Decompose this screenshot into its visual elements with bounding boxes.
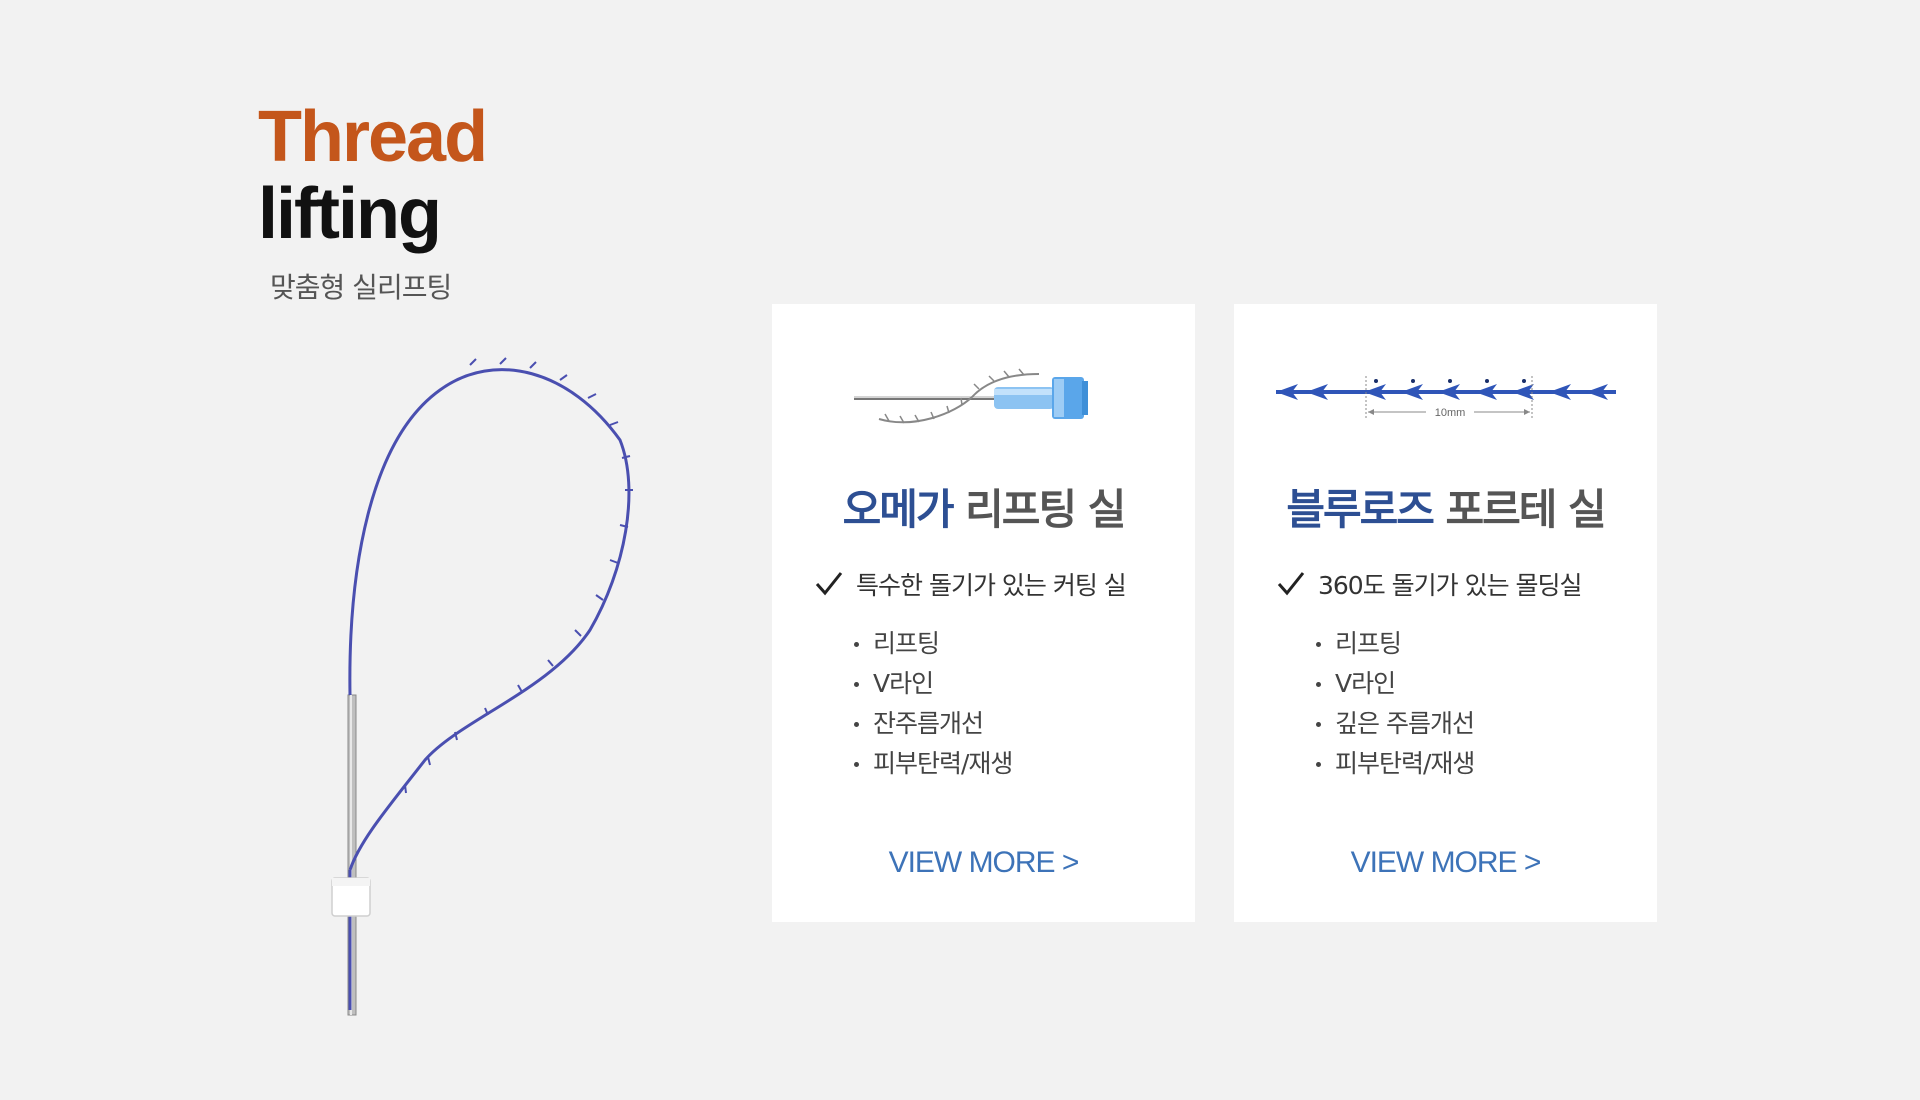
cog-needle-thread-icon — [854, 359, 1114, 439]
product-image-omega — [772, 344, 1195, 454]
product-card-omega: 오메가 리프팅 실 특수한 돌기가 있는 커팅 실 리프팅 V라인 잔주름개선 … — [772, 304, 1195, 922]
barbed-thread-icon: 10mm — [1276, 364, 1616, 434]
card-feature-text: 특수한 돌기가 있는 커팅 실 — [856, 566, 1126, 602]
card-title-rest: 리프팅 실 — [965, 485, 1124, 534]
hero-title-block: Thread lifting 맞춤형 실리프팅 — [258, 98, 486, 306]
list-item: 깊은 주름개선 — [1316, 704, 1474, 744]
list-item-text: 깊은 주름개선 — [1335, 704, 1474, 744]
bullet-icon — [854, 722, 859, 727]
list-item-text: 피부탄력/재생 — [1335, 744, 1474, 784]
list-item: 피부탄력/재생 — [1316, 744, 1474, 784]
bullet-icon — [854, 642, 859, 647]
list-item-text: 리프팅 — [1335, 624, 1401, 664]
list-item-text: 피부탄력/재생 — [873, 744, 1012, 784]
card-feature-bluerose: 360도 돌기가 있는 몰딩실 — [1276, 566, 1582, 602]
measure-label: 10mm — [1434, 407, 1465, 419]
bullet-icon — [1316, 642, 1321, 647]
benefit-list-omega: 리프팅 V라인 잔주름개선 피부탄력/재생 — [854, 624, 1012, 784]
card-feature-omega: 특수한 돌기가 있는 커팅 실 — [814, 566, 1126, 602]
product-card-bluerose: 10mm 블루로즈 포르테 실 360도 돌기가 있는 몰딩실 리프팅 V라인 … — [1234, 304, 1657, 922]
hero-subtitle: 맞춤형 실리프팅 — [258, 266, 486, 306]
product-image-bluerose: 10mm — [1234, 344, 1657, 454]
bullet-icon — [854, 682, 859, 687]
list-item: 잔주름개선 — [854, 704, 1012, 744]
list-item-text: V라인 — [873, 664, 933, 704]
benefit-list-bluerose: 리프팅 V라인 깊은 주름개선 피부탄력/재생 — [1316, 624, 1474, 784]
card-title-omega: 오메가 리프팅 실 — [772, 476, 1195, 537]
list-item-text: 리프팅 — [873, 624, 939, 664]
card-title-rest: 포르테 실 — [1446, 485, 1605, 534]
card-title-bluerose: 블루로즈 포르테 실 — [1234, 476, 1657, 537]
bullet-icon — [1316, 722, 1321, 727]
list-item-text: 잔주름개선 — [873, 704, 983, 744]
list-item: 리프팅 — [1316, 624, 1474, 664]
list-item-text: V라인 — [1335, 664, 1395, 704]
view-more-link-bluerose[interactable]: VIEW MORE > — [1234, 846, 1657, 880]
bullet-icon — [1316, 762, 1321, 767]
card-title-accent: 블루로즈 — [1286, 485, 1433, 534]
list-item: 리프팅 — [854, 624, 1012, 664]
hero-title-line2: lifting — [258, 176, 486, 252]
checkmark-icon — [1276, 569, 1306, 599]
checkmark-icon — [814, 569, 844, 599]
hero-title-line1: Thread — [258, 98, 486, 176]
thread-loop-icon — [320, 350, 640, 1030]
list-item: V라인 — [854, 664, 1012, 704]
list-item: V라인 — [1316, 664, 1474, 704]
card-feature-text: 360도 돌기가 있는 몰딩실 — [1318, 566, 1582, 602]
view-more-link-omega[interactable]: VIEW MORE > — [772, 846, 1195, 880]
card-title-accent: 오메가 — [843, 485, 953, 534]
bullet-icon — [1316, 682, 1321, 687]
bullet-icon — [854, 762, 859, 767]
list-item: 피부탄력/재생 — [854, 744, 1012, 784]
